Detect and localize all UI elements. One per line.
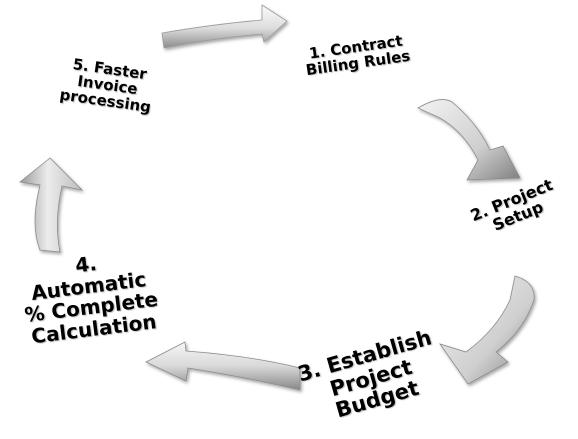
arrow-bottom bbox=[145, 341, 301, 391]
arrow-top bbox=[161, 4, 288, 49]
arrow-upper-right bbox=[417, 99, 521, 181]
arrow-left bbox=[19, 157, 84, 253]
arrow-lower-right bbox=[439, 275, 535, 385]
